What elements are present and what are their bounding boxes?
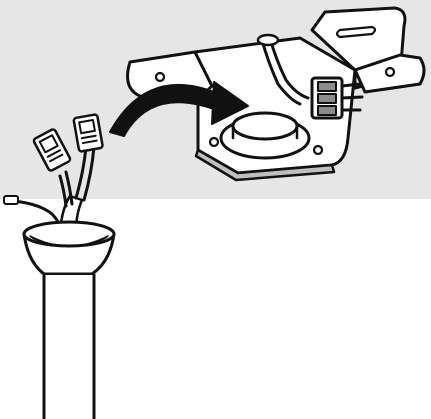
bracket-screw-front-right	[314, 146, 322, 154]
terminal-screw-1	[318, 82, 336, 91]
terminal-block	[312, 78, 362, 118]
connector-left-wire-a	[60, 176, 66, 206]
plug-connector-left	[33, 128, 71, 171]
bracket-left-screw-hole	[156, 73, 164, 81]
bracket-center-collar-inner	[233, 113, 297, 139]
canopy-cup-rim	[24, 222, 114, 246]
downrod-wiring	[4, 114, 103, 232]
downrod-assembly	[24, 222, 114, 419]
ceiling-wire-entry	[258, 35, 278, 45]
terminal-wire-1	[342, 84, 360, 86]
bracket-screw-front-left	[210, 138, 218, 146]
plug-connector-right	[73, 114, 103, 152]
terminal-wire-2	[342, 97, 362, 98]
plug-connector-right-window	[79, 120, 95, 133]
bracket-right-screw-hole	[386, 68, 394, 76]
ground-wire-tip	[4, 196, 18, 204]
terminal-screw-3	[318, 106, 336, 115]
connector-right-wire-a	[76, 146, 86, 198]
terminal-screw-2	[318, 94, 336, 103]
downrod-pipe-fill	[46, 275, 93, 419]
